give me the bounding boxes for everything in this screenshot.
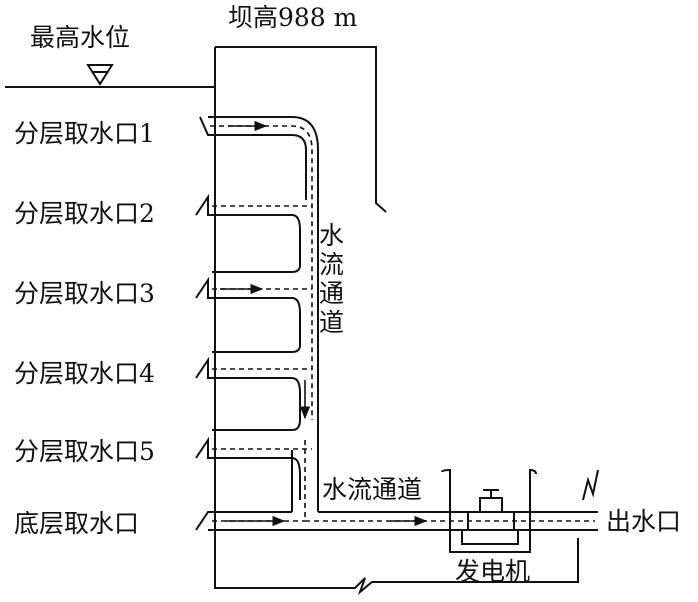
generator-label: 发电机	[455, 557, 530, 586]
flow-path-1	[210, 125, 313, 420]
max-water-level-label: 最高水位	[30, 23, 130, 52]
intake-3-label: 分层取水口3	[14, 279, 155, 308]
bottom-intake-label: 底层取水口	[14, 509, 139, 538]
generator-housing	[441, 468, 537, 553]
intake-4-label: 分层取水口4	[14, 359, 155, 388]
outlet-break-mark	[582, 469, 599, 501]
intake-1-channel	[199, 116, 307, 200]
water-level-triangle-icon	[86, 64, 114, 86]
dam-outline	[214, 47, 579, 596]
intake-1-label: 分层取水口1	[14, 119, 155, 148]
flow-channel-vertical-label: 水流通道	[316, 222, 345, 338]
outlet-label: 出水口	[606, 507, 681, 536]
intake-3-channel	[195, 276, 301, 353]
generator-base	[461, 529, 519, 545]
flow-channel-horizontal-label: 水流通道	[322, 475, 422, 504]
intake-2-channel	[195, 193, 301, 273]
bottom-intake-channel	[195, 511, 292, 531]
intake-4-channel	[195, 356, 301, 431]
intake-5-label: 分层取水口5	[14, 437, 155, 466]
dam-top-outline	[215, 46, 387, 213]
intake-1-channel-top	[208, 116, 319, 151]
intake-5-channel	[195, 436, 301, 500]
generator-rotor	[479, 497, 503, 513]
dam-height-label: 坝高988 m	[228, 3, 358, 32]
intake-2-label: 分层取水口2	[14, 199, 155, 228]
